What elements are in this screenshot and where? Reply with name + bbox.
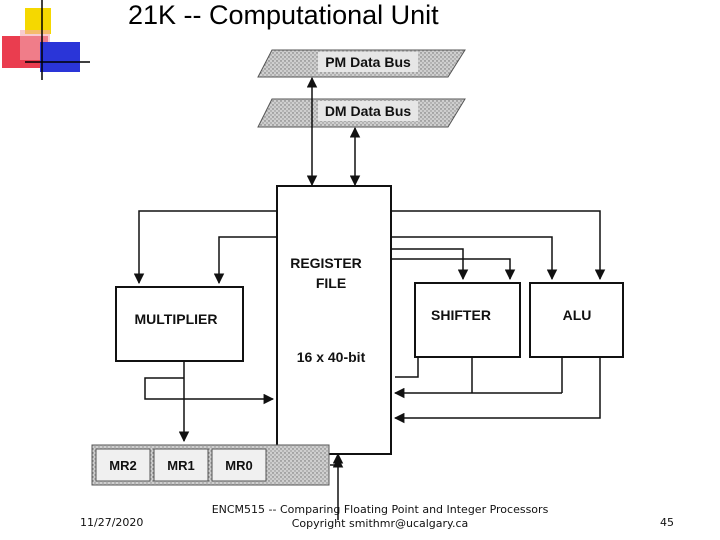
mr0-label: MR0 [225, 458, 252, 473]
corner-logo [2, 0, 90, 80]
logo-yellow-square [25, 8, 51, 34]
register-file-size: 16 x 40-bit [297, 349, 366, 365]
page-number: 45 [660, 516, 674, 529]
multiplier-box: MULTIPLIER [115, 286, 244, 362]
pm-bus-label: PM Data Bus [325, 54, 411, 70]
dm-data-bus: DM Data Bus [257, 98, 466, 128]
mr2-label: MR2 [109, 458, 136, 473]
alu-box: ALU [529, 282, 624, 358]
pm-data-bus: PM Data Bus [257, 49, 466, 78]
register-file-box: REGISTER FILE 16 x 40-bit [276, 185, 392, 455]
mr-register-box: MR2 MR1 MR0 [91, 444, 330, 486]
slide-footer: ENCM515 -- Comparing Floating Point and … [200, 503, 560, 531]
register-file-label-2: FILE [316, 275, 346, 291]
mr1-label: MR1 [167, 458, 194, 473]
footer-copyright: Copyright smithmr@ucalgary.ca [291, 517, 469, 530]
bus-connectors [306, 76, 361, 187]
logo-blue-square [40, 42, 80, 72]
footer-course: ENCM515 -- Comparing Floating Point and … [211, 503, 549, 516]
alu-label: ALU [563, 307, 592, 323]
slide-date: 11/27/2020 [80, 516, 144, 529]
register-file-label-1: REGISTER [290, 255, 362, 271]
slide-title: 21K -- Computational Unit [128, 0, 439, 30]
shifter-box: SHIFTER [414, 282, 521, 358]
multiplier-label: MULTIPLIER [135, 311, 218, 327]
data-paths [133, 210, 606, 520]
dm-bus-label: DM Data Bus [325, 103, 412, 119]
shifter-label: SHIFTER [431, 307, 491, 323]
